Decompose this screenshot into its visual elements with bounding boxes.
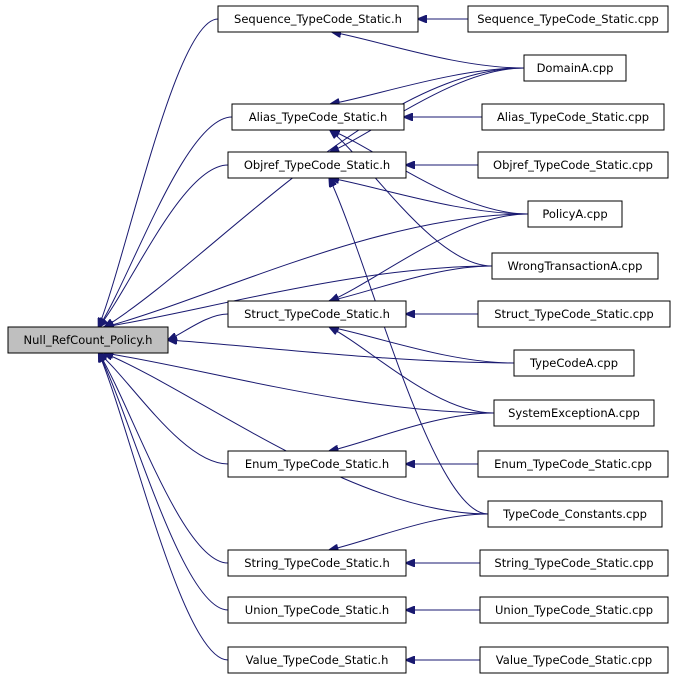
node-box	[493, 399, 655, 427]
node-box	[477, 151, 669, 179]
node-box	[523, 54, 627, 82]
edge-enum_h-to-nrp	[99, 353, 229, 465]
node-label: Alias_TypeCode_Static.cpp	[497, 110, 649, 124]
node-label: WrongTransactionA.cpp	[508, 259, 643, 273]
node-label: Enum_TypeCode_Static.cpp	[494, 457, 652, 471]
node-label: Struct_TypeCode_Static.h	[244, 307, 390, 321]
edge-string_h-to-nrp	[99, 353, 229, 564]
node-label: Alias_TypeCode_Static.h	[249, 110, 387, 124]
node-box	[217, 5, 419, 33]
edge-tcconst-to-nrp	[104, 353, 489, 515]
nodes-layer: Null_RefCount_Policy.h Sequence_TypeCode_…	[7, 5, 671, 674]
node-box	[7, 326, 169, 354]
edge-tcconst-to-string_h	[329, 513, 489, 550]
node-label: SystemExceptionA.cpp	[508, 406, 640, 420]
edge-sysexc-to-nrp	[104, 353, 495, 414]
node-label: Objref_TypeCode_Static.h	[244, 158, 390, 172]
edge-policy-to-nrp	[105, 213, 529, 327]
node-struct_h[interactable]: Struct_TypeCode_Static.h	[227, 300, 407, 328]
node-box	[227, 596, 407, 624]
node-box	[479, 549, 669, 577]
node-label: String_TypeCode_Static.h	[244, 556, 390, 570]
node-struct_cpp[interactable]: Struct_TypeCode_Static.cpp	[477, 300, 671, 328]
node-box	[513, 349, 635, 377]
node-box	[227, 151, 407, 179]
node-box	[481, 103, 665, 131]
node-typecode[interactable]: TypeCodeA.cpp	[513, 349, 635, 377]
node-box	[527, 200, 623, 228]
edge-domain-to-objref_h	[330, 67, 525, 152]
node-objref_h[interactable]: Objref_TypeCode_Static.h	[227, 151, 407, 179]
edge-domain-to-alias_h	[331, 67, 525, 104]
node-label: PolicyA.cpp	[542, 207, 607, 221]
node-wrong[interactable]: WrongTransactionA.cpp	[491, 252, 659, 280]
node-value_cpp[interactable]: Value_TypeCode_Static.cpp	[479, 646, 669, 674]
edge-wrong-to-nrp	[104, 265, 493, 327]
node-label: Value_TypeCode_Static.h	[246, 653, 389, 667]
edge-struct_h-to-nrp	[168, 313, 229, 340]
node-box	[487, 500, 663, 528]
node-string_h[interactable]: String_TypeCode_Static.h	[227, 549, 407, 577]
edge-typecode-to-struct_h	[330, 327, 515, 364]
edge-sysexc-to-struct_h	[329, 327, 495, 414]
node-box	[479, 646, 669, 674]
node-label: Struct_TypeCode_Static.cpp	[494, 307, 653, 321]
node-box	[227, 549, 407, 577]
node-box	[227, 646, 407, 674]
edge-alias_h-to-nrp	[99, 116, 233, 327]
node-value_h[interactable]: Value_TypeCode_Static.h	[227, 646, 407, 674]
edge-typecode-to-nrp	[168, 340, 515, 364]
node-domain[interactable]: DomainA.cpp	[523, 54, 627, 82]
edges-layer	[99, 18, 529, 661]
edge-value_h-to-nrp	[99, 353, 229, 661]
node-sysexc[interactable]: SystemExceptionA.cpp	[493, 399, 655, 427]
node-label: String_TypeCode_Static.cpp	[494, 556, 653, 570]
node-union_h[interactable]: Union_TypeCode_Static.h	[227, 596, 407, 624]
node-enum_h[interactable]: Enum_TypeCode_Static.h	[227, 450, 407, 478]
edge-tcconst-to-objref_h	[329, 178, 489, 515]
node-union_cpp[interactable]: Union_TypeCode_Static.cpp	[479, 596, 669, 624]
node-label: Value_TypeCode_Static.cpp	[496, 653, 652, 667]
node-box	[231, 103, 405, 131]
node-box	[227, 300, 407, 328]
node-seq_cpp[interactable]: Sequence_TypeCode_Static.cpp	[467, 5, 669, 33]
node-label: Objref_TypeCode_Static.cpp	[493, 158, 653, 172]
node-nrp: Null_RefCount_Policy.h	[7, 326, 169, 354]
node-label: Union_TypeCode_Static.cpp	[495, 603, 653, 617]
edge-policy-to-objref_h	[330, 178, 529, 215]
node-policy[interactable]: PolicyA.cpp	[527, 200, 623, 228]
edge-sysexc-to-enum_h	[329, 412, 495, 451]
node-label: TypeCodeA.cpp	[529, 356, 618, 370]
node-tcconst[interactable]: TypeCode_Constants.cpp	[487, 500, 663, 528]
edge-policy-to-alias_h	[331, 130, 529, 215]
node-enum_cpp[interactable]: Enum_TypeCode_Static.cpp	[477, 450, 669, 478]
node-string_cpp[interactable]: String_TypeCode_Static.cpp	[479, 549, 669, 577]
node-label: TypeCode_Constants.cpp	[502, 507, 647, 521]
edge-wrong-to-alias_h	[330, 130, 493, 267]
edge-domain-to-seq_h	[332, 32, 525, 69]
edge-policy-to-struct_h	[330, 213, 529, 301]
node-alias_h[interactable]: Alias_TypeCode_Static.h	[231, 103, 405, 131]
node-box	[491, 252, 659, 280]
node-label: Enum_TypeCode_Static.h	[245, 457, 389, 471]
node-label: DomainA.cpp	[537, 61, 614, 75]
node-seq_h[interactable]: Sequence_TypeCode_Static.h	[217, 5, 419, 33]
edge-objref_h-to-nrp	[99, 164, 229, 327]
node-box	[477, 450, 669, 478]
node-label: Sequence_TypeCode_Static.h	[234, 12, 402, 26]
node-label: Null_RefCount_Policy.h	[24, 333, 153, 347]
edge-union_h-to-nrp	[99, 353, 229, 611]
edge-wrong-to-struct_h	[329, 265, 493, 301]
node-alias_cpp[interactable]: Alias_TypeCode_Static.cpp	[481, 103, 665, 131]
node-label: Sequence_TypeCode_Static.cpp	[477, 12, 659, 26]
edge-seq_h-to-nrp	[99, 18, 219, 327]
node-box	[479, 596, 669, 624]
node-objref_cpp[interactable]: Objref_TypeCode_Static.cpp	[477, 151, 669, 179]
node-box	[477, 300, 671, 328]
node-box	[227, 450, 407, 478]
node-label: Union_TypeCode_Static.h	[245, 603, 389, 617]
node-box	[467, 5, 669, 33]
